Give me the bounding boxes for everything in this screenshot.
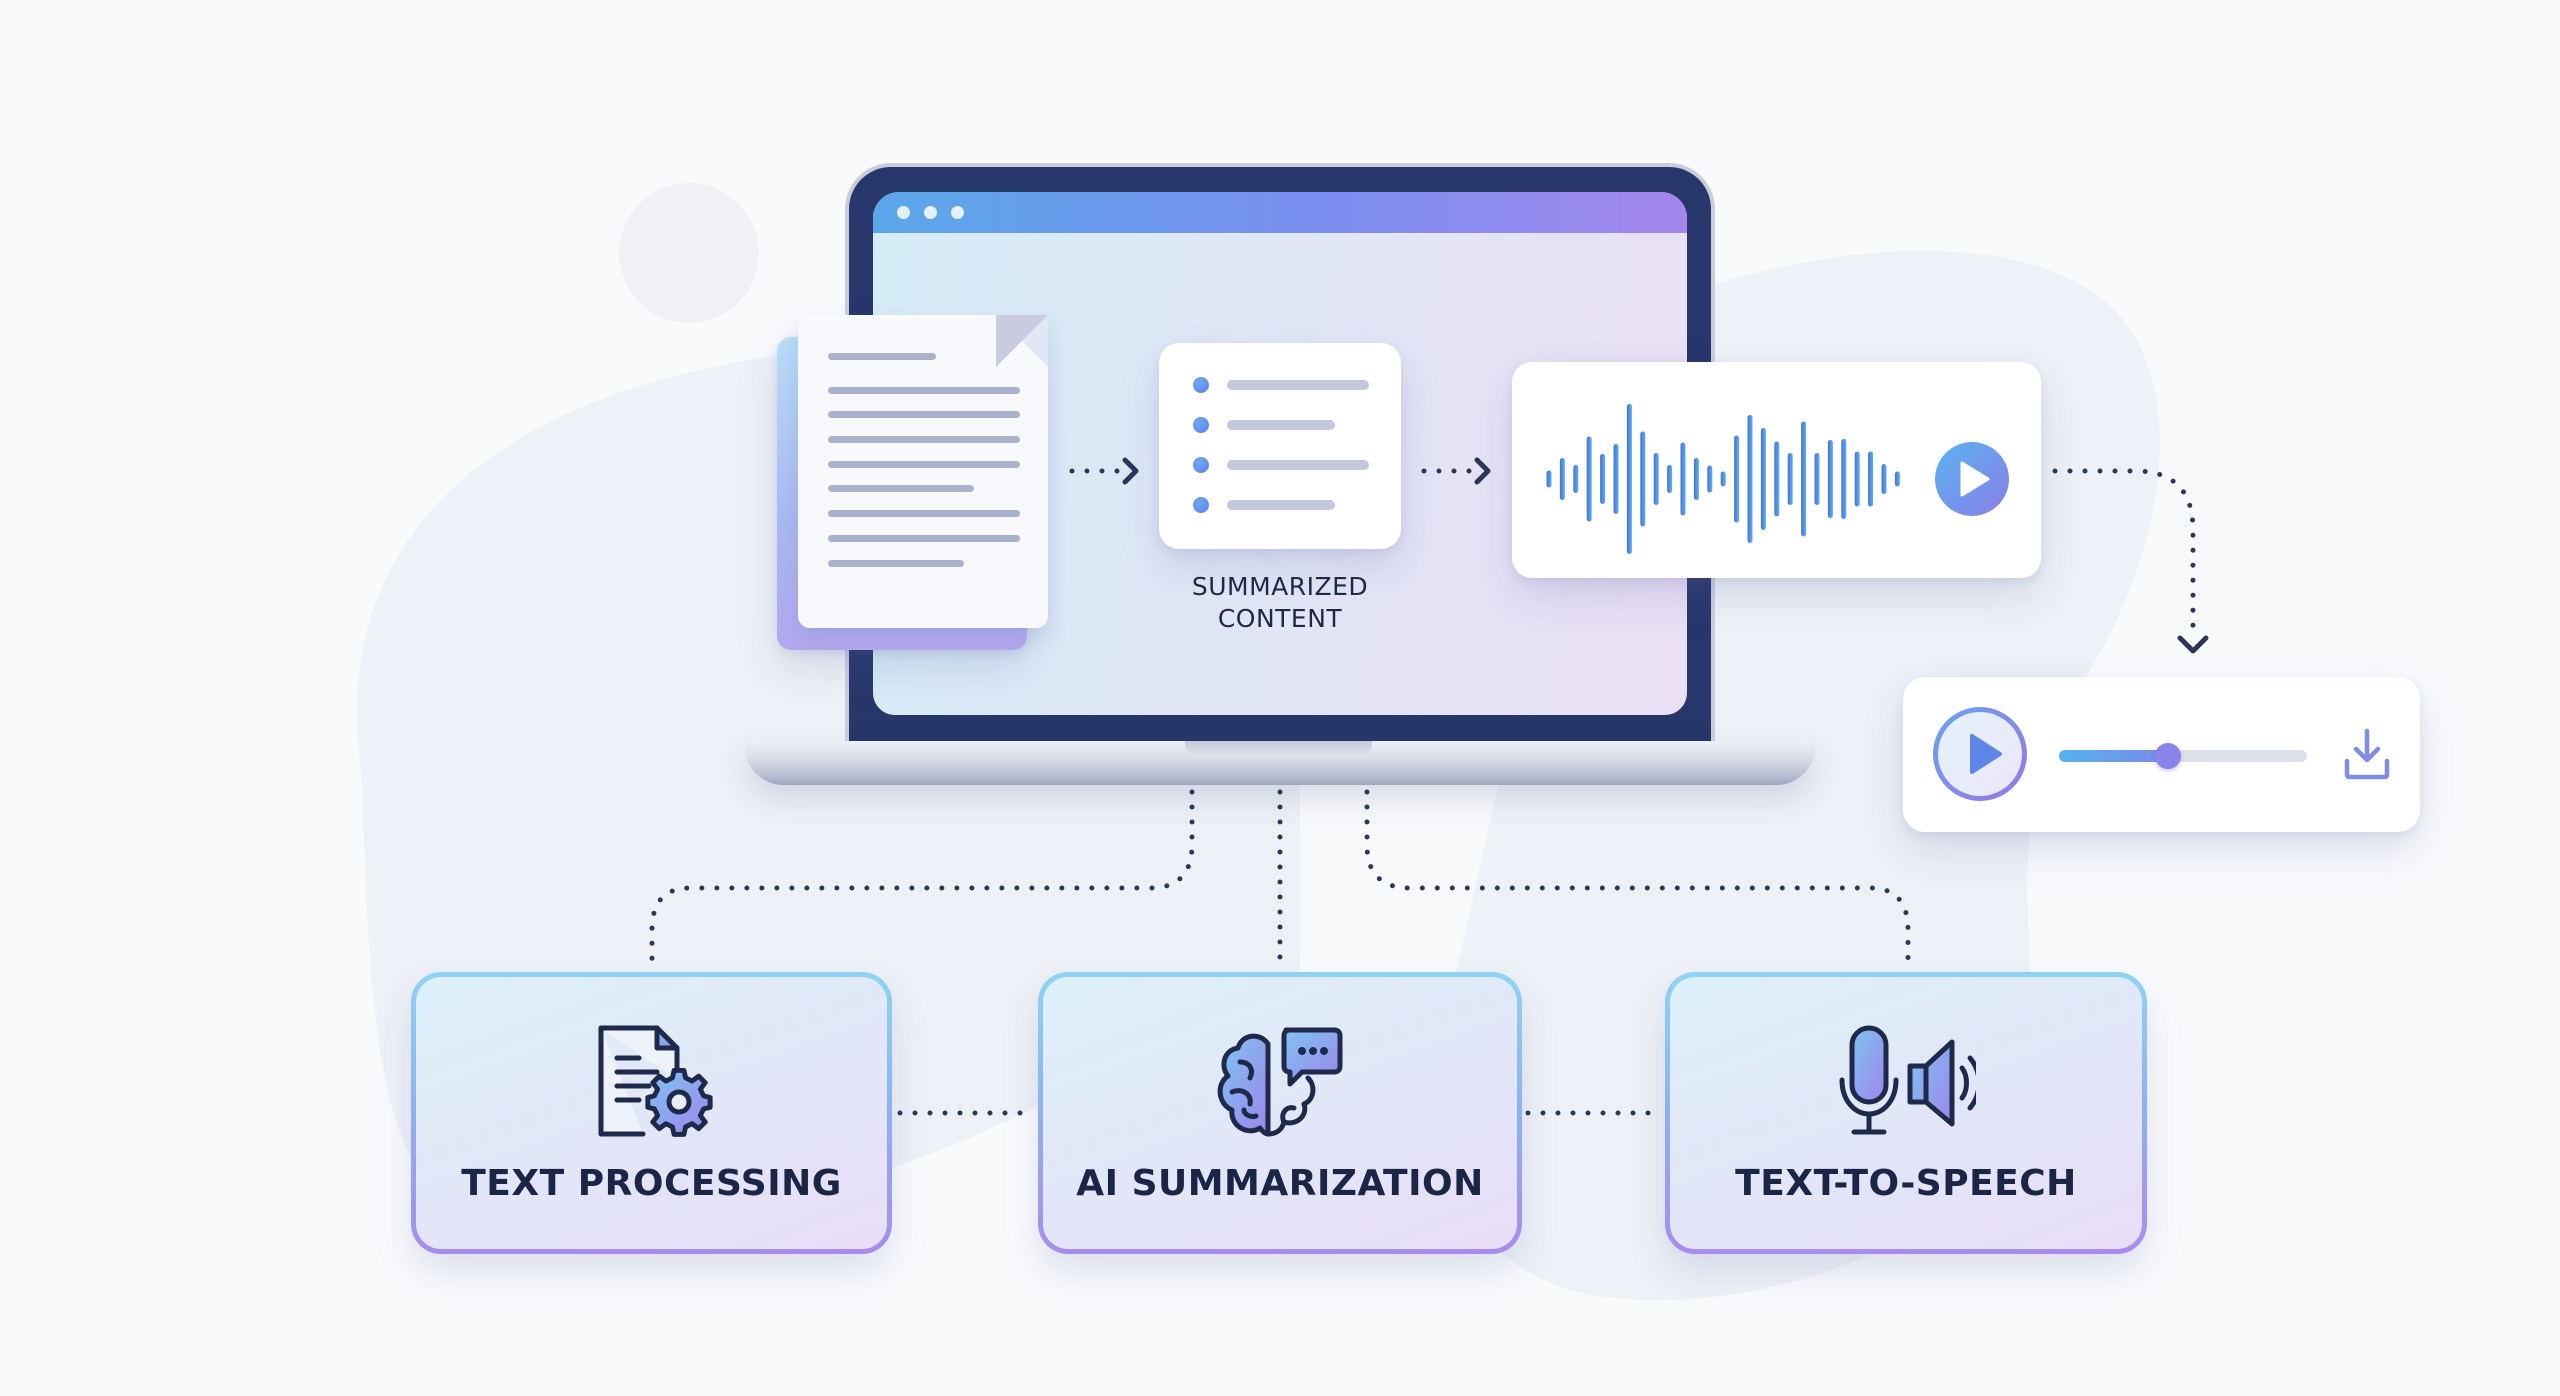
waveform-bar — [1801, 421, 1807, 537]
waveform-bar — [1734, 435, 1740, 523]
document-text-line — [828, 535, 1020, 542]
brain-chat-icon — [1217, 1027, 1343, 1137]
browser-titlebar — [873, 192, 1687, 233]
waveform-bar — [1600, 454, 1606, 504]
summary-text-line — [1227, 380, 1369, 390]
waveform-bar — [1693, 458, 1699, 500]
bullet-dot-icon — [1193, 457, 1209, 473]
arrow-audio-to-player — [2052, 468, 2196, 643]
feature-label: TEXT-TO-SPEECH — [1735, 1163, 2077, 1204]
connector-to-text-to-speech — [1364, 789, 1911, 973]
progress-slider[interactable] — [2059, 743, 2307, 769]
waveform-bar — [1881, 464, 1887, 494]
waveform-bar — [1559, 458, 1565, 500]
waveform-icon — [1546, 404, 2009, 554]
summary-card — [1159, 343, 1401, 549]
waveform-bar — [1707, 465, 1713, 493]
waveform-bar — [1546, 470, 1552, 488]
chevron-right-icon — [1122, 457, 1139, 485]
waveform-bar — [1640, 431, 1646, 527]
document-text-line — [828, 353, 936, 360]
waveform-bar — [1760, 428, 1766, 530]
play-icon — [1970, 734, 2002, 774]
audio-waveform-card — [1512, 362, 2041, 578]
document-text-line — [828, 387, 1020, 394]
progress-thumb[interactable] — [2155, 743, 2182, 769]
document-text-line — [828, 560, 964, 567]
bullet-dot-icon — [1193, 497, 1209, 513]
waveform-bar — [1747, 415, 1753, 543]
source-document — [798, 315, 1048, 628]
waveform-bar — [1787, 453, 1793, 505]
connector-to-text-processing — [649, 789, 1195, 973]
waveform-bar — [1613, 444, 1619, 514]
waveform-bar — [1827, 440, 1833, 518]
download-icon[interactable] — [2343, 727, 2395, 783]
player-play-button[interactable] — [1933, 707, 2027, 801]
waveform-bar — [1573, 465, 1579, 493]
waveform-bar — [1680, 442, 1686, 516]
waveform-bar — [1868, 451, 1874, 507]
waveform-bar — [1667, 465, 1673, 493]
bullet-dot-icon — [1193, 377, 1209, 393]
laptop-notch — [1185, 741, 1372, 756]
microphone-icon — [1849, 1025, 1889, 1105]
waveform-bar — [1854, 451, 1860, 507]
summary-label-line2: CONTENT — [1217, 604, 1343, 633]
audio-player — [1903, 677, 2420, 832]
document-gear-icon — [598, 1025, 713, 1137]
waveform-bar — [1720, 471, 1726, 487]
summary-text-line — [1227, 500, 1335, 510]
waveform-bar — [1894, 471, 1900, 487]
chevron-right-icon — [1474, 457, 1491, 485]
feature-card-text-processing[interactable]: TEXT PROCESSING — [411, 972, 892, 1254]
summary-text-line — [1227, 460, 1369, 470]
document-text-line — [828, 411, 1020, 418]
play-icon — [1960, 461, 1990, 497]
document-text-line — [828, 436, 1020, 443]
bullet-dot-icon — [1193, 417, 1209, 433]
feature-card-ai-summarization[interactable]: AI SUMMARIZATION — [1038, 972, 1522, 1254]
chevron-down-icon — [2177, 635, 2209, 654]
document-fold-icon — [996, 315, 1048, 367]
waveform-bar — [1814, 453, 1820, 505]
window-dot-icon — [924, 206, 937, 219]
waveform-bar — [1774, 441, 1780, 517]
window-dot-icon — [897, 206, 910, 219]
waveform-bar — [1841, 439, 1847, 519]
document-text-line — [828, 485, 974, 492]
summary-label-line1: SUMMARIZED — [1191, 572, 1369, 601]
audio-play-button[interactable] — [1935, 442, 2009, 516]
summary-text-line — [1227, 420, 1335, 430]
document-text-line — [828, 461, 1020, 468]
window-dot-icon — [951, 206, 964, 219]
waveform-bar — [1626, 404, 1632, 554]
waveform-bar — [1586, 436, 1592, 522]
background-circle — [619, 183, 759, 323]
feature-card-text-to-speech[interactable]: TEXT-TO-SPEECH — [1665, 972, 2147, 1254]
document-text-line — [828, 510, 1020, 517]
waveform-bar — [1653, 453, 1659, 505]
feature-label: TEXT PROCESSING — [461, 1163, 842, 1204]
progress-fill — [2059, 750, 2169, 762]
speaker-icon — [1907, 1039, 1955, 1127]
microphone-speaker-icon — [1839, 1025, 1976, 1135]
feature-label: AI SUMMARIZATION — [1076, 1163, 1484, 1204]
